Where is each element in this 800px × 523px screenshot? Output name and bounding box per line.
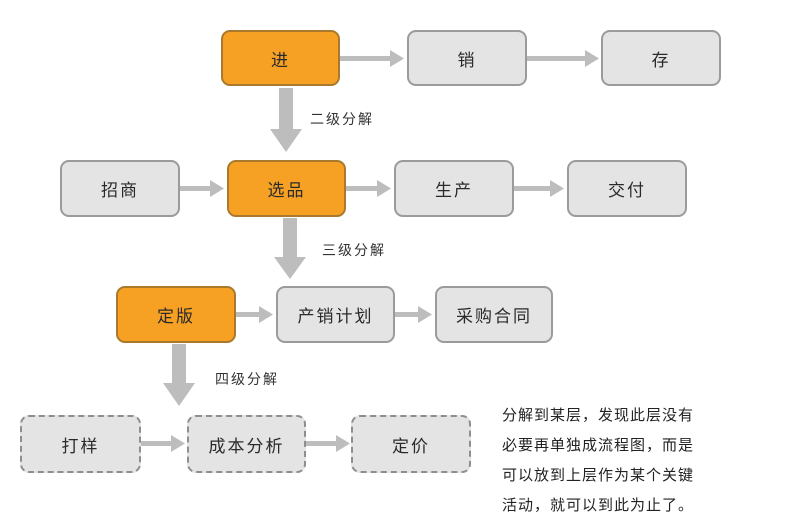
node-xiao-label: 销 xyxy=(457,50,477,71)
node-shengchan: 生产 xyxy=(394,160,514,217)
node-dingban: 定版 xyxy=(116,286,236,343)
note-text: 分解到某层，发现此层没有 必要再单独成流程图，而是 可以放到上层作为某个关键 活… xyxy=(502,400,787,520)
node-zhaoshang: 招商 xyxy=(60,160,180,217)
level3-label: 三级分解 xyxy=(322,243,386,259)
node-dayang-label: 打样 xyxy=(61,436,100,457)
node-dingjia-label: 定价 xyxy=(392,436,430,457)
node-chanxiao: 产销计划 xyxy=(276,286,395,343)
node-cun: 存 xyxy=(601,30,721,86)
note-line: 必要再单独成流程图，而是 xyxy=(502,436,695,454)
note-line: 分解到某层，发现此层没有 xyxy=(502,406,695,424)
node-shengchan-label: 生产 xyxy=(435,181,473,201)
note-line: 活动，就可以到此为止了。 xyxy=(502,496,695,514)
node-xuanpin-label: 选品 xyxy=(267,181,306,201)
note-line: 可以放到上层作为某个关键 xyxy=(502,466,695,484)
arrow-jin-to-xiao xyxy=(340,50,404,67)
arrow-down-level4 xyxy=(163,344,195,406)
arrow-down-level2 xyxy=(270,88,302,152)
node-jin: 进 xyxy=(221,30,340,86)
arrow-chanxiao-to-caigou xyxy=(395,306,432,323)
arrow-zhaoshang-to-xuanpin xyxy=(180,180,224,197)
node-jiaofu-label: 交付 xyxy=(608,181,646,201)
node-zhaoshang-label: 招商 xyxy=(101,181,139,201)
node-dingjia: 定价 xyxy=(351,415,471,473)
node-chengben: 成本分析 xyxy=(187,415,306,473)
node-xiao: 销 xyxy=(407,30,527,86)
node-cun-label: 存 xyxy=(651,50,671,71)
arrow-down-level3 xyxy=(274,218,306,279)
node-caigou-label: 采购合同 xyxy=(456,307,532,327)
arrow-xuanpin-to-shengchan xyxy=(346,180,391,197)
arrow-xiao-to-cun xyxy=(527,50,599,67)
node-dingban-label: 定版 xyxy=(157,307,195,327)
arrow-chengben-to-dingjia xyxy=(306,435,350,452)
node-chanxiao-label: 产销计划 xyxy=(297,307,374,327)
node-chengben-label: 成本分析 xyxy=(208,436,285,457)
node-xuanpin: 选品 xyxy=(227,160,346,217)
level4-label: 四级分解 xyxy=(215,372,279,388)
node-jin-label: 进 xyxy=(271,50,290,71)
node-caigou: 采购合同 xyxy=(435,286,553,343)
arrow-dingban-to-chanxiao xyxy=(236,306,273,323)
node-dayang: 打样 xyxy=(20,415,141,473)
level2-label: 二级分解 xyxy=(310,112,374,128)
node-jiaofu: 交付 xyxy=(567,160,687,217)
arrow-dayang-to-chengben xyxy=(141,435,185,452)
arrow-shengchan-to-jiaofu xyxy=(514,180,564,197)
